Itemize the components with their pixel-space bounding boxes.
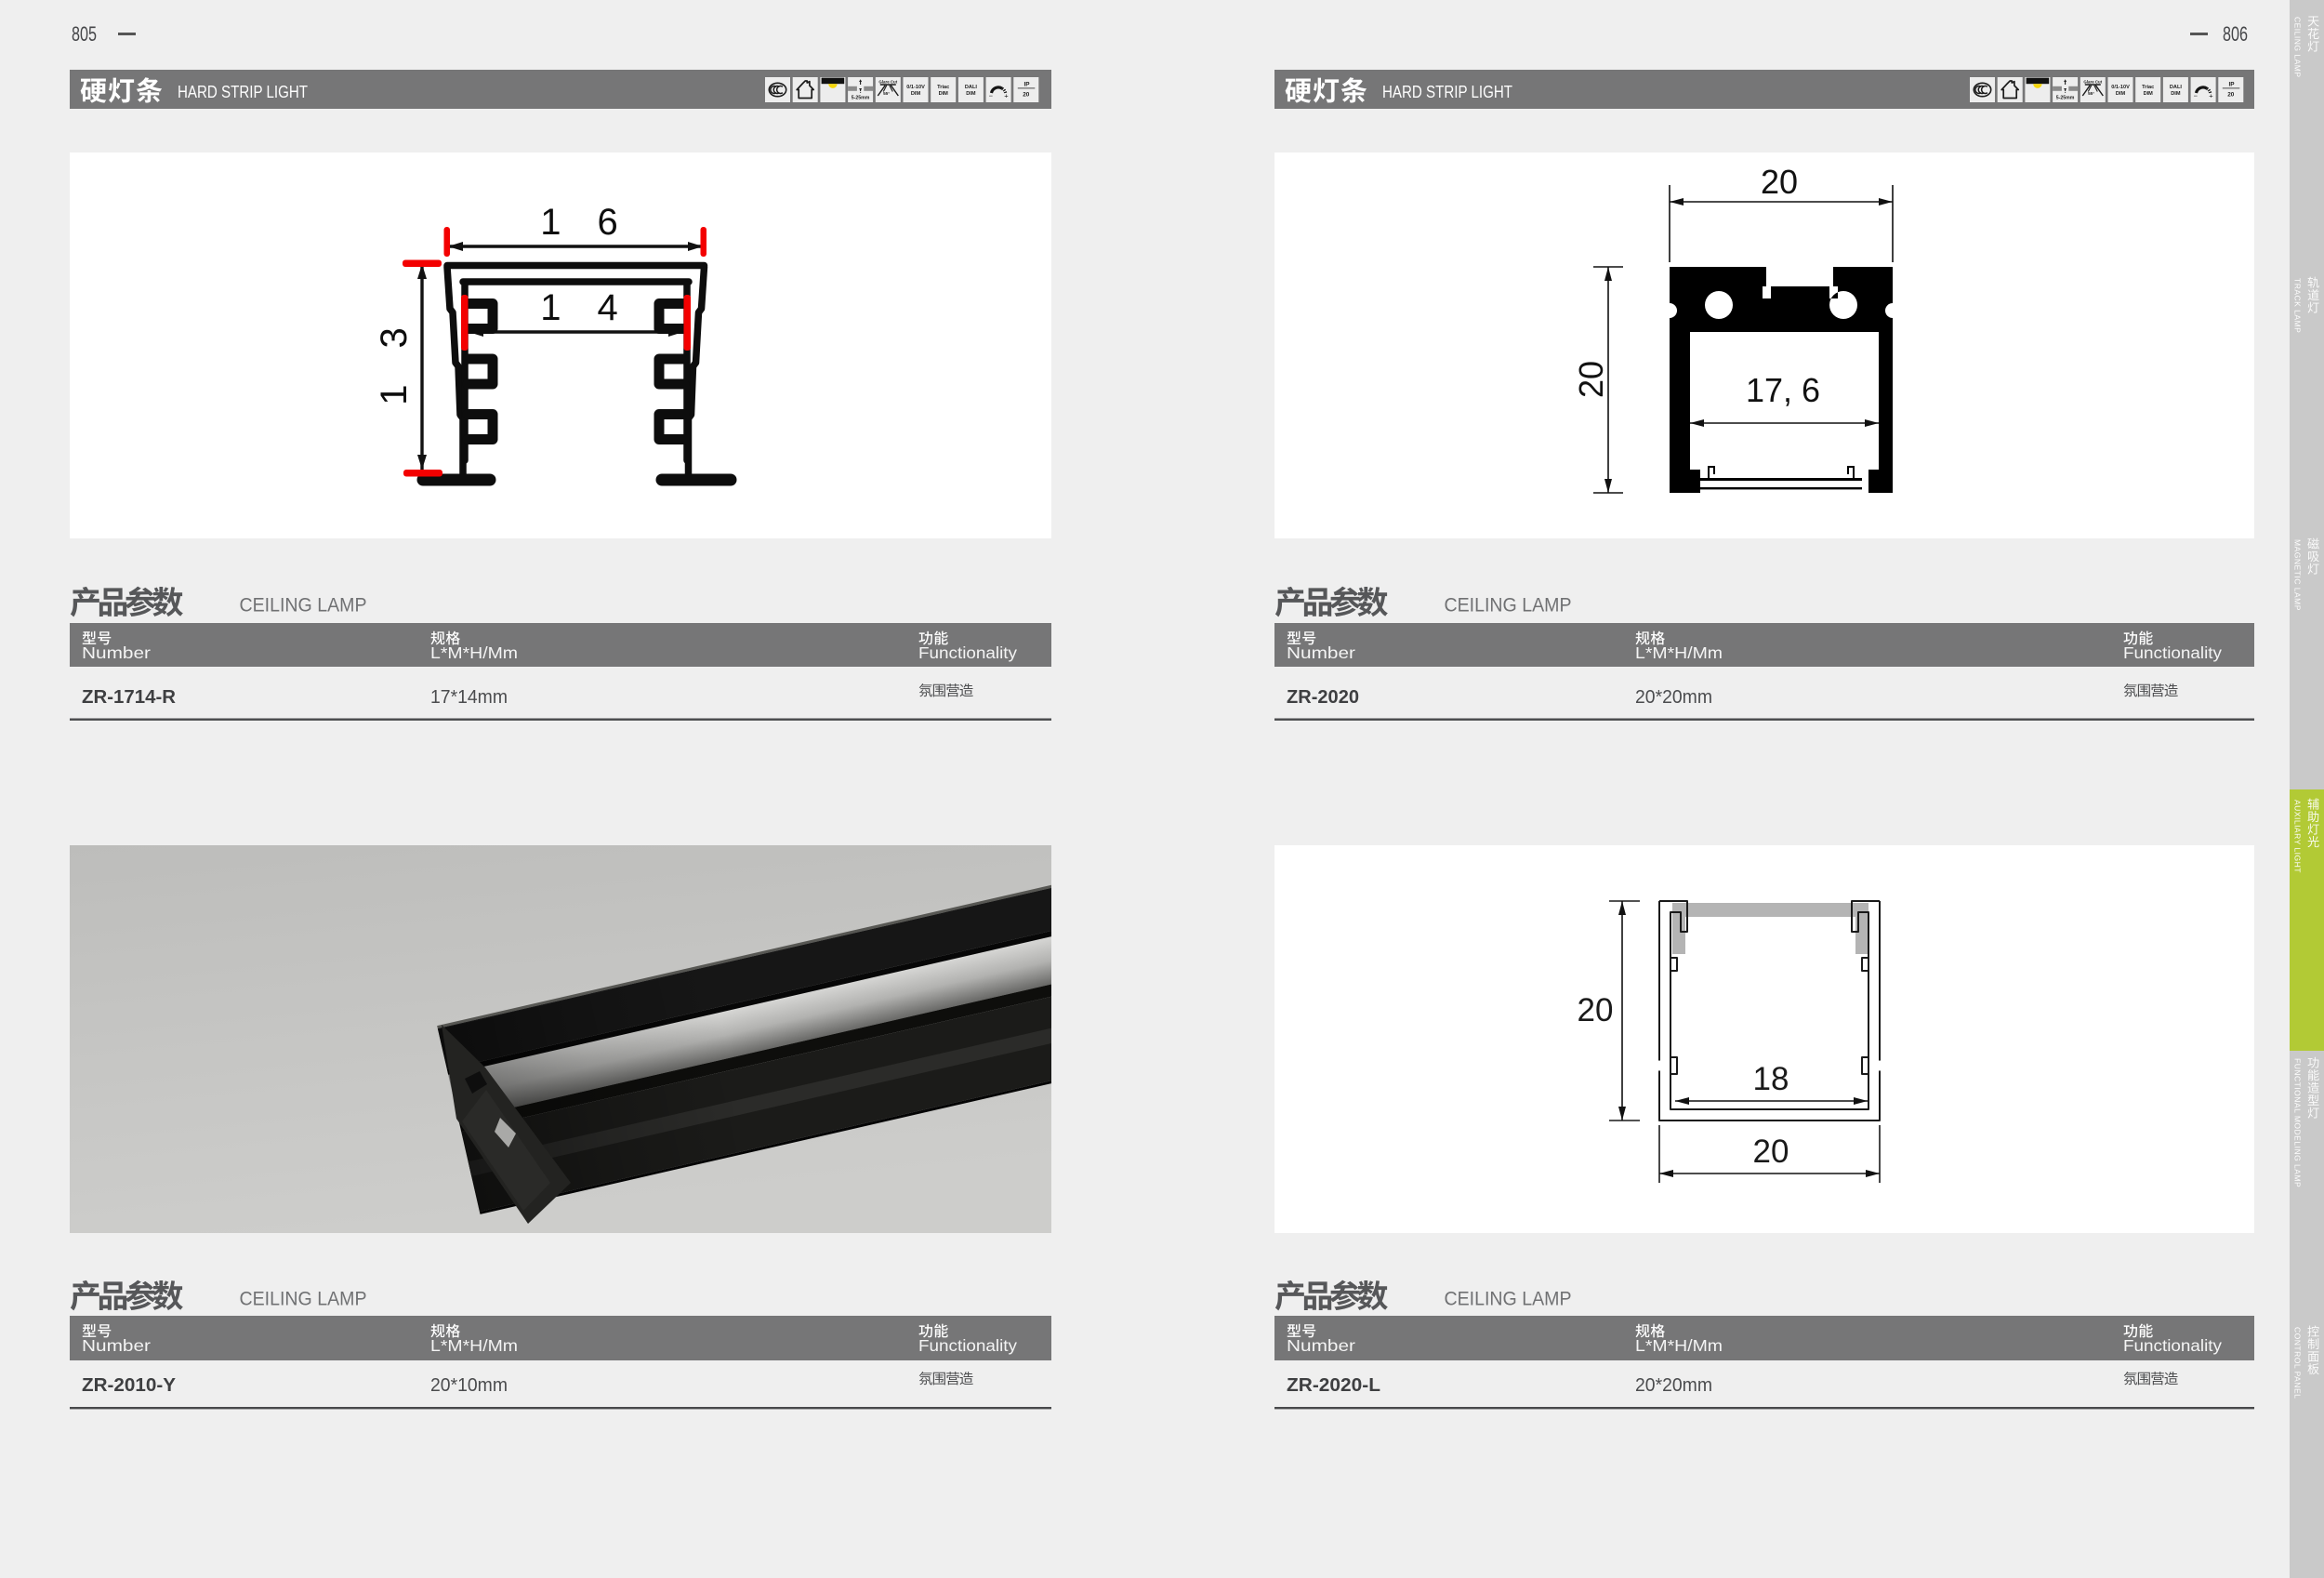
svg-text:20*20mm: 20*20mm xyxy=(1635,1375,1712,1396)
svg-text:Functionality: Functionality xyxy=(918,643,1017,662)
svg-text:805: 805 xyxy=(72,22,97,46)
svg-text:1 3: 1 3 xyxy=(374,314,415,405)
svg-text:20: 20 xyxy=(1761,163,1798,201)
svg-text:L*M*H/Mm: L*M*H/Mm xyxy=(1635,643,1723,662)
svg-text:Glare Cut: Glare Cut xyxy=(878,80,897,85)
svg-text:1 4: 1 4 xyxy=(540,287,631,328)
svg-text:5-25mm: 5-25mm xyxy=(852,96,870,101)
svg-text:17, 6: 17, 6 xyxy=(1746,371,1820,409)
svg-text:18: 18 xyxy=(1753,1061,1789,1097)
svg-text:IP: IP xyxy=(1023,82,1030,88)
svg-text:ZR-2020: ZR-2020 xyxy=(1287,687,1359,708)
svg-text:FUNCTIONAL MODELING LAMP: FUNCTIONAL MODELING LAMP xyxy=(2293,1058,2303,1187)
svg-text:MAGNETIC LAMP: MAGNETIC LAMP xyxy=(2293,539,2303,611)
svg-text:DIM: DIM xyxy=(966,91,976,97)
svg-text:55°: 55° xyxy=(883,91,890,96)
svg-text:55°: 55° xyxy=(2088,91,2094,96)
svg-text:+: + xyxy=(2209,92,2213,100)
svg-text:+: + xyxy=(1004,92,1009,100)
svg-text:17*14mm: 17*14mm xyxy=(430,687,508,708)
svg-text:CEILING LAMP: CEILING LAMP xyxy=(2293,17,2303,78)
svg-text:1 6: 1 6 xyxy=(540,202,631,243)
svg-text:DIM: DIM xyxy=(2144,91,2154,97)
svg-text:20*10mm: 20*10mm xyxy=(430,1375,508,1396)
svg-text:Number: Number xyxy=(82,1336,151,1355)
svg-text:ZR-2020-L: ZR-2020-L xyxy=(1287,1375,1380,1396)
svg-text:Number: Number xyxy=(82,643,151,662)
svg-text:Glare Cut: Glare Cut xyxy=(2083,80,2102,85)
svg-text:DIM: DIM xyxy=(939,91,949,97)
svg-text:ZR-2010-Y: ZR-2010-Y xyxy=(82,1375,177,1396)
svg-text:CEILING LAMP: CEILING LAMP xyxy=(1445,1288,1572,1310)
svg-text:CEILING LAMP: CEILING LAMP xyxy=(1445,594,1572,617)
svg-text:5-25mm: 5-25mm xyxy=(2056,96,2075,101)
svg-text:Triac: Triac xyxy=(937,85,949,90)
svg-text:0/1-10V: 0/1-10V xyxy=(906,85,925,90)
svg-text:20: 20 xyxy=(1753,1134,1789,1170)
svg-text:Functionality: Functionality xyxy=(918,1336,1017,1355)
svg-text:DIM: DIM xyxy=(911,91,921,97)
svg-text:806: 806 xyxy=(2223,22,2248,46)
svg-text:0/1-10V: 0/1-10V xyxy=(2111,85,2130,90)
svg-text:DALI: DALI xyxy=(965,85,977,90)
svg-text:20: 20 xyxy=(1023,92,1030,99)
svg-text:Functionality: Functionality xyxy=(2123,643,2222,662)
svg-text:Number: Number xyxy=(1287,1336,1355,1355)
svg-text:HARD STRIP LIGHT: HARD STRIP LIGHT xyxy=(178,83,308,101)
svg-text:IP: IP xyxy=(2228,82,2235,88)
svg-text:HARD STRIP LIGHT: HARD STRIP LIGHT xyxy=(1382,83,1512,101)
svg-text:ZR-1714-R: ZR-1714-R xyxy=(82,687,177,708)
svg-text:L*M*H/Mm: L*M*H/Mm xyxy=(1635,1336,1723,1355)
svg-text:DIM: DIM xyxy=(2116,91,2126,97)
svg-text:−: − xyxy=(989,92,994,100)
svg-text:Functionality: Functionality xyxy=(2123,1336,2222,1355)
svg-text:−: − xyxy=(2194,92,2199,100)
svg-text:Triac: Triac xyxy=(2142,85,2154,90)
svg-text:Number: Number xyxy=(1287,643,1355,662)
svg-text:CEILING LAMP: CEILING LAMP xyxy=(240,1288,367,1310)
svg-text:CONTROL PANEL: CONTROL PANEL xyxy=(2293,1327,2303,1399)
svg-text:L*M*H/Mm: L*M*H/Mm xyxy=(430,1336,518,1355)
svg-text:L*M*H/Mm: L*M*H/Mm xyxy=(430,643,518,662)
svg-text:20: 20 xyxy=(1578,992,1614,1028)
svg-text:TRACK LAMP: TRACK LAMP xyxy=(2293,278,2303,333)
svg-text:AUXILIARY LIGHT: AUXILIARY LIGHT xyxy=(2293,800,2303,873)
svg-text:20: 20 xyxy=(1572,361,1610,398)
svg-text:20: 20 xyxy=(2227,92,2235,99)
svg-text:20*20mm: 20*20mm xyxy=(1635,687,1712,708)
svg-text:CEILING LAMP: CEILING LAMP xyxy=(240,594,367,617)
svg-text:DALI: DALI xyxy=(2170,85,2182,90)
svg-text:DIM: DIM xyxy=(2171,91,2181,97)
